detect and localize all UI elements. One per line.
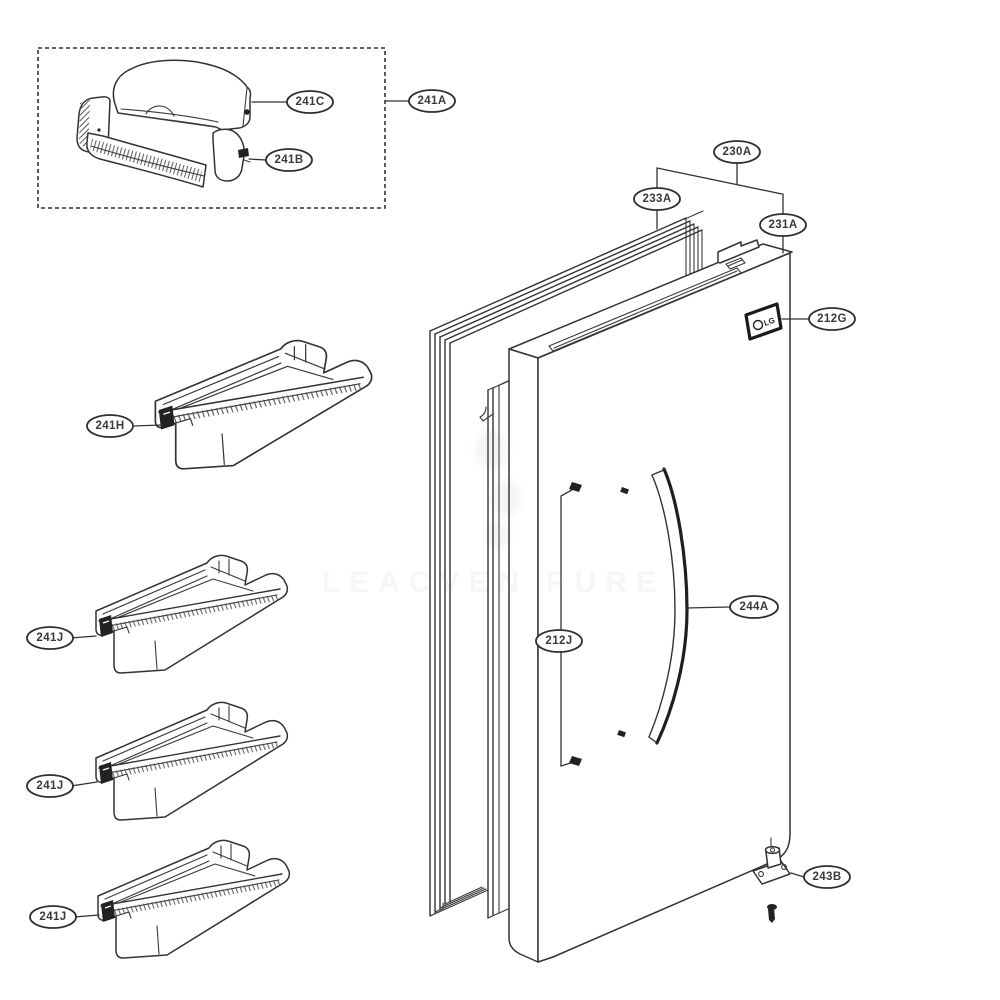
watermark-text: LEACVEN PURE xyxy=(322,566,665,599)
door-handle xyxy=(617,467,689,745)
svg-text:241J: 241J xyxy=(36,632,63,644)
svg-text:241J: 241J xyxy=(36,780,63,792)
door-liner xyxy=(479,379,511,919)
callout-241J-2[interactable]: 241J xyxy=(26,774,98,798)
svg-text:241C: 241C xyxy=(295,96,324,108)
door-top-notch xyxy=(725,257,746,270)
door-top-slot xyxy=(548,267,742,352)
svg-text:241A: 241A xyxy=(417,95,446,107)
hinge-screw xyxy=(768,908,775,923)
badge-text: LG xyxy=(763,316,777,328)
door-side-face xyxy=(508,348,539,963)
cover-pivot xyxy=(244,109,250,115)
door-panel xyxy=(508,239,793,963)
dairy-cover xyxy=(112,59,252,131)
callout-212G[interactable]: 212G xyxy=(781,307,856,331)
brand-badge: LG xyxy=(744,302,783,341)
callout-241A[interactable]: 241A xyxy=(384,89,456,113)
callout-241J-1[interactable]: 241J xyxy=(26,626,97,650)
door-top-tab xyxy=(717,239,760,264)
svg-text:212J: 212J xyxy=(545,635,572,647)
screw xyxy=(569,482,582,492)
door-bin-241J-1 xyxy=(95,554,289,674)
door-bin-241H xyxy=(154,339,373,470)
svg-text:244A: 244A xyxy=(739,601,768,613)
callout-231A[interactable]: 231A xyxy=(759,193,807,254)
watermark-smudges xyxy=(476,430,520,549)
svg-text:241H: 241H xyxy=(95,420,124,432)
callout-241C[interactable]: 241C xyxy=(251,90,334,114)
callout-233A[interactable]: 233A xyxy=(633,167,681,230)
svg-text:241B: 241B xyxy=(274,154,303,166)
callout-212J[interactable]: 212J xyxy=(535,629,583,653)
svg-text:241J: 241J xyxy=(39,911,66,923)
svg-text:230A: 230A xyxy=(722,146,751,158)
svg-text:212G: 212G xyxy=(817,313,847,325)
callout-244A[interactable]: 244A xyxy=(685,595,779,619)
door-bin-241J-2 xyxy=(95,701,289,821)
svg-text:243B: 243B xyxy=(812,871,841,883)
svg-text:231A: 231A xyxy=(768,219,797,231)
svg-text:233A: 233A xyxy=(642,193,671,205)
handle-screw-hole xyxy=(617,730,626,738)
callout-243B[interactable]: 243B xyxy=(790,865,851,889)
callout-241H[interactable]: 241H xyxy=(86,414,163,438)
callout-241B[interactable]: 241B xyxy=(248,148,313,172)
handle-screw-hole xyxy=(620,487,629,495)
dairy-bin-body xyxy=(76,96,251,188)
door-bin-241J-3 xyxy=(97,839,291,959)
lg-logo-icon xyxy=(752,319,764,331)
hinge-assembly xyxy=(752,837,791,923)
bin-clip xyxy=(238,148,249,158)
callout-230A[interactable]: 230A xyxy=(656,140,783,195)
kit-dashed-box xyxy=(37,47,386,209)
screw xyxy=(569,756,582,766)
door-front-face xyxy=(537,252,791,963)
callout-241J-3[interactable]: 241J xyxy=(29,905,100,929)
door-gasket xyxy=(429,210,704,917)
